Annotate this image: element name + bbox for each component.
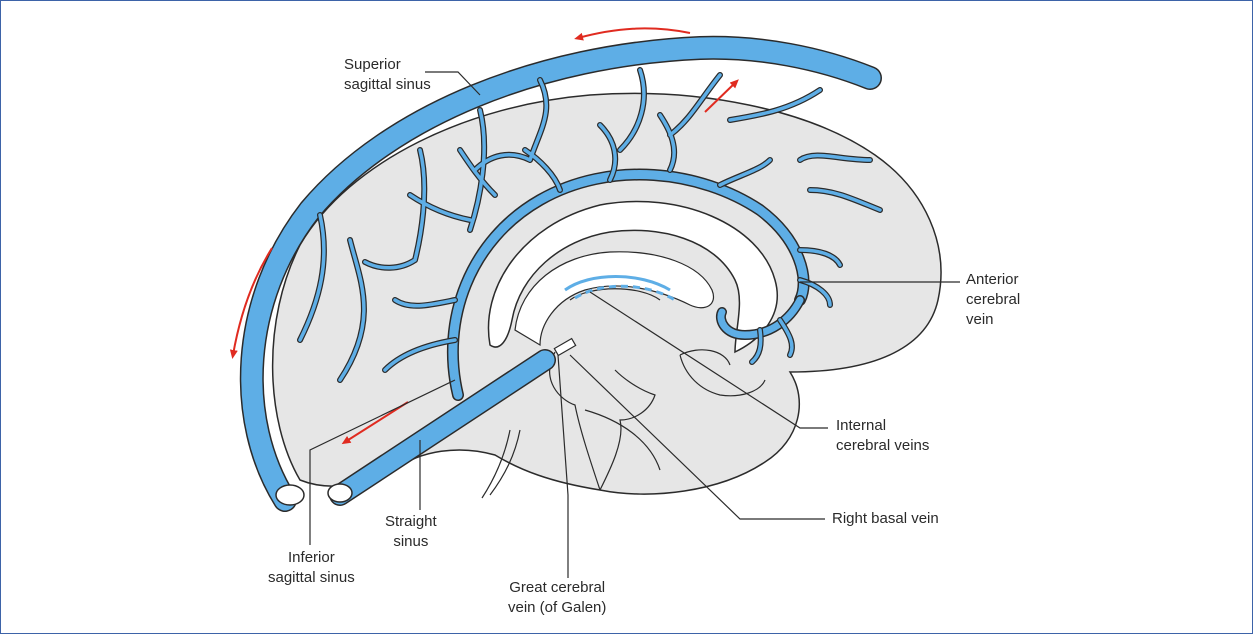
- label-line: Right basal vein: [832, 509, 939, 529]
- label-line: Superior: [344, 55, 431, 75]
- label-line: Anterior: [966, 270, 1020, 290]
- label-superior-sagittal-sinus: Superior sagittal sinus: [344, 55, 431, 95]
- label-internal-cerebral-veins: Internal cerebral veins: [836, 416, 929, 456]
- label-line: cerebral veins: [836, 436, 929, 456]
- label-line: vein: [966, 310, 1020, 330]
- label-line: Straight: [385, 512, 437, 532]
- label-line: sinus: [385, 532, 437, 552]
- label-line: vein (of Galen): [508, 598, 606, 618]
- label-line: Inferior: [268, 548, 355, 568]
- sinus-opening-superior: [276, 485, 304, 505]
- label-inferior-sagittal-sinus: Inferior sagittal sinus: [268, 548, 355, 588]
- flow-arrow-top: [578, 28, 690, 38]
- label-line: cerebral: [966, 290, 1020, 310]
- label-line: sagittal sinus: [268, 568, 355, 588]
- label-line: Internal: [836, 416, 929, 436]
- label-right-basal-vein: Right basal vein: [832, 509, 939, 529]
- label-anterior-cerebral-vein: Anterior cerebral vein: [966, 270, 1020, 330]
- sinus-opening-straight: [328, 484, 352, 502]
- label-line: sagittal sinus: [344, 75, 431, 95]
- label-great-cerebral-vein: Great cerebral vein (of Galen): [508, 578, 606, 618]
- label-line: Great cerebral: [508, 578, 606, 598]
- label-straight-sinus: Straight sinus: [385, 512, 437, 552]
